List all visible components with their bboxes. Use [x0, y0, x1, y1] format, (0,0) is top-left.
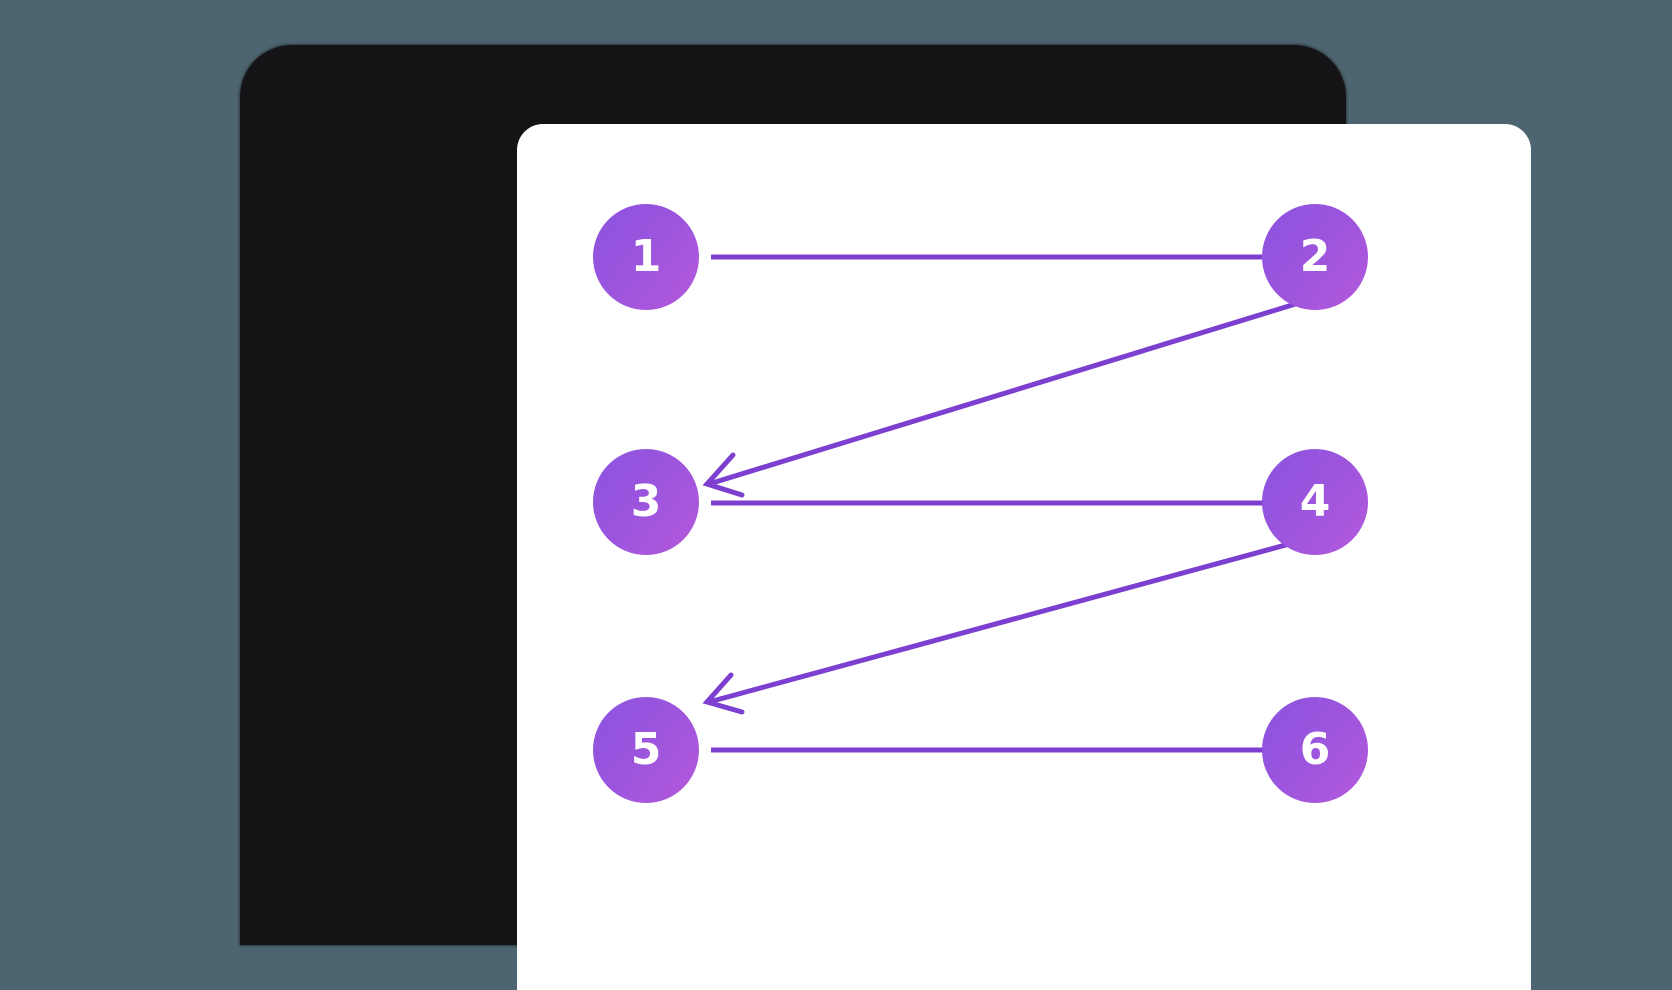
- edge-4-to-5[interactable]: [702, 534, 1316, 715]
- node-4-label: 4: [1299, 476, 1331, 527]
- node-3-label: 3: [630, 476, 662, 527]
- edge-2-to-3-line: [708, 295, 1316, 487]
- node-5[interactable]: 5: [593, 697, 699, 803]
- node-6[interactable]: 6: [1262, 697, 1368, 803]
- node-6-label: 6: [1299, 724, 1331, 775]
- edge-5-to-6[interactable]: [711, 729, 1318, 772]
- device-screen: 1 2 3 4 5 6: [517, 124, 1531, 990]
- node-5-label: 5: [630, 724, 662, 775]
- edge-1-to-2[interactable]: [711, 236, 1318, 279]
- edge-2-to-3-arrowhead: [702, 452, 745, 498]
- edge-4-to-5-line: [708, 534, 1316, 705]
- node-1-label: 1: [630, 231, 662, 282]
- device-bezel: 1 2 3 4 5 6: [240, 45, 1531, 990]
- node-2[interactable]: 2: [1262, 204, 1368, 310]
- diagram-canvas[interactable]: 1 2 3 4 5 6: [517, 124, 1531, 990]
- edge-3-to-4[interactable]: [711, 482, 1318, 525]
- node-3[interactable]: 3: [593, 449, 699, 555]
- edge-2-to-3[interactable]: [702, 295, 1316, 498]
- edge-4-to-5-arrowhead: [702, 672, 745, 715]
- node-2-label: 2: [1299, 231, 1331, 282]
- node-4[interactable]: 4: [1262, 449, 1368, 555]
- screenshot-stage: 1 2 3 4 5 6: [240, 45, 1531, 990]
- node-1[interactable]: 1: [593, 204, 699, 310]
